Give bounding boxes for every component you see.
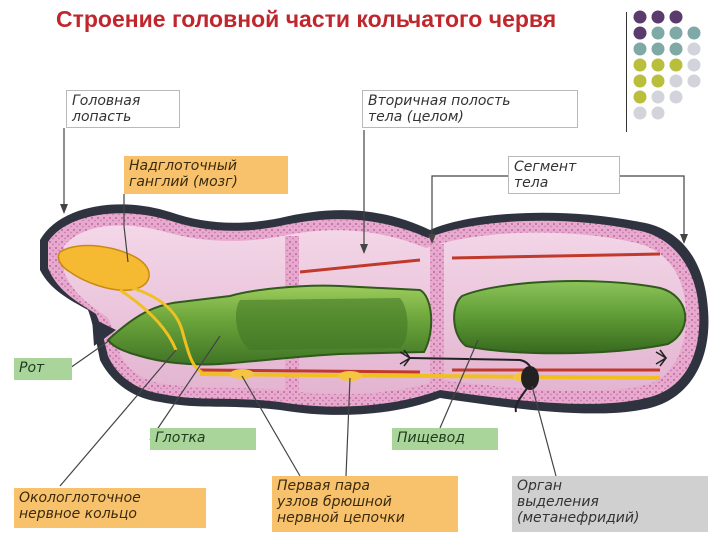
label-brain-ganglion: Надглоточный ганглий (мозг) (124, 156, 288, 194)
label-nerve-ring: Окологлоточное нервное кольцо (14, 488, 206, 528)
label-ventral-chain-nodes: Первая пара узлов брюшной нервной цепочк… (272, 476, 458, 532)
pharynx-inner (236, 298, 408, 350)
label-metanephridium: Орган выделения (метанефридий) (512, 476, 708, 532)
septum (430, 244, 444, 384)
label-head-lobe: Головная лопасть (66, 90, 180, 128)
label-esophagus: Пищевод (392, 428, 498, 450)
nerve-node (230, 369, 254, 379)
label-pharynx: Глотка (150, 428, 256, 450)
esophagus (454, 281, 685, 353)
label-body-segment: Сегмент тела (508, 156, 620, 194)
label-coelom: Вторичная полость тела (целом) (362, 90, 578, 128)
metanephridium-bladder (521, 366, 539, 390)
label-mouth: Рот (14, 358, 72, 380)
